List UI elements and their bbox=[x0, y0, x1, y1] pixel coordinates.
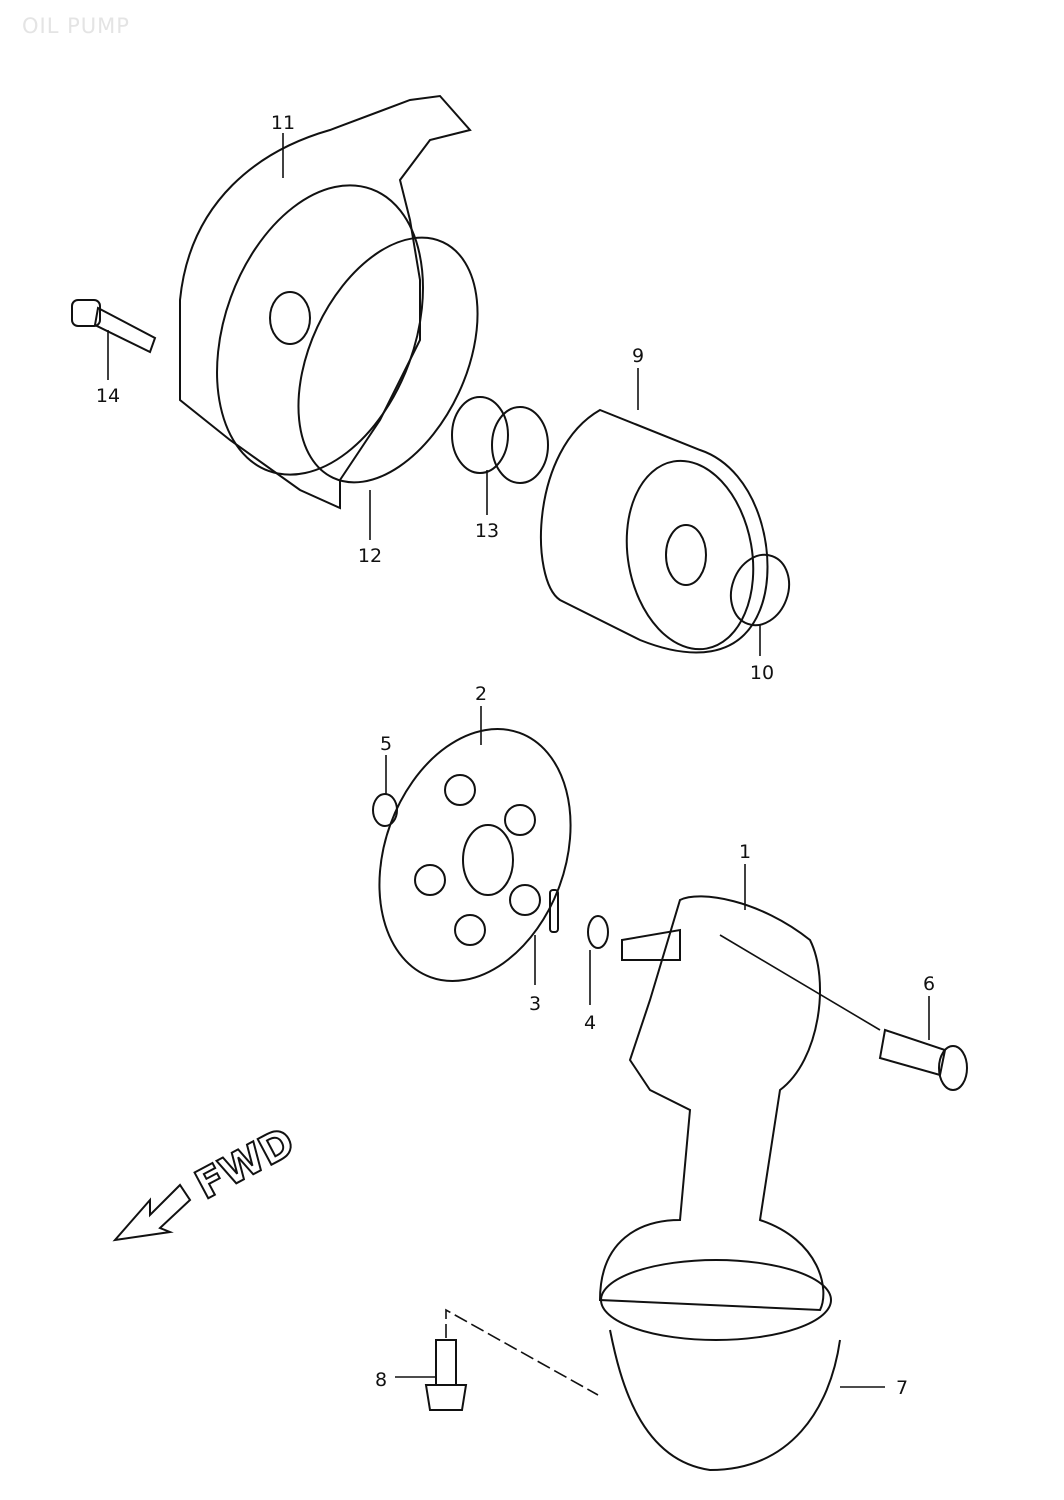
callout-4: 4 bbox=[584, 1012, 596, 1034]
callout-2: 2 bbox=[475, 683, 487, 705]
part-1-oil-pump[interactable] bbox=[598, 895, 841, 1472]
callout-13: 13 bbox=[475, 520, 499, 542]
part-9-oil-filter[interactable] bbox=[540, 408, 769, 659]
part-10-o-ring[interactable] bbox=[721, 547, 798, 634]
part-14-bolt[interactable] bbox=[71, 299, 157, 354]
part-12-o-ring[interactable] bbox=[262, 209, 513, 511]
part-3-pin[interactable] bbox=[549, 889, 559, 933]
callout-5: 5 bbox=[380, 733, 392, 755]
forward-direction-arrow: FWD bbox=[112, 1118, 303, 1242]
callout-10: 10 bbox=[750, 662, 774, 684]
callout-7: 7 bbox=[896, 1377, 908, 1399]
callout-3: 3 bbox=[529, 993, 541, 1015]
callout-6: 6 bbox=[923, 973, 935, 995]
callout-1: 1 bbox=[739, 841, 751, 863]
part-11-cover[interactable] bbox=[179, 94, 472, 510]
fwd-label: FWD bbox=[188, 1119, 302, 1209]
part-13-spring[interactable] bbox=[451, 396, 549, 484]
callout-14: 14 bbox=[96, 385, 120, 407]
callout-12: 12 bbox=[358, 545, 382, 567]
callout-8: 8 bbox=[375, 1369, 387, 1391]
callout-9: 9 bbox=[632, 345, 644, 367]
part-8-bolt[interactable] bbox=[424, 1339, 468, 1411]
part-4-washer[interactable] bbox=[587, 915, 609, 949]
diagram-title: OIL PUMP bbox=[22, 14, 130, 38]
callout-11: 11 bbox=[271, 112, 295, 134]
part-5-circlip[interactable] bbox=[372, 793, 398, 827]
part-6-screw[interactable] bbox=[878, 1028, 968, 1091]
